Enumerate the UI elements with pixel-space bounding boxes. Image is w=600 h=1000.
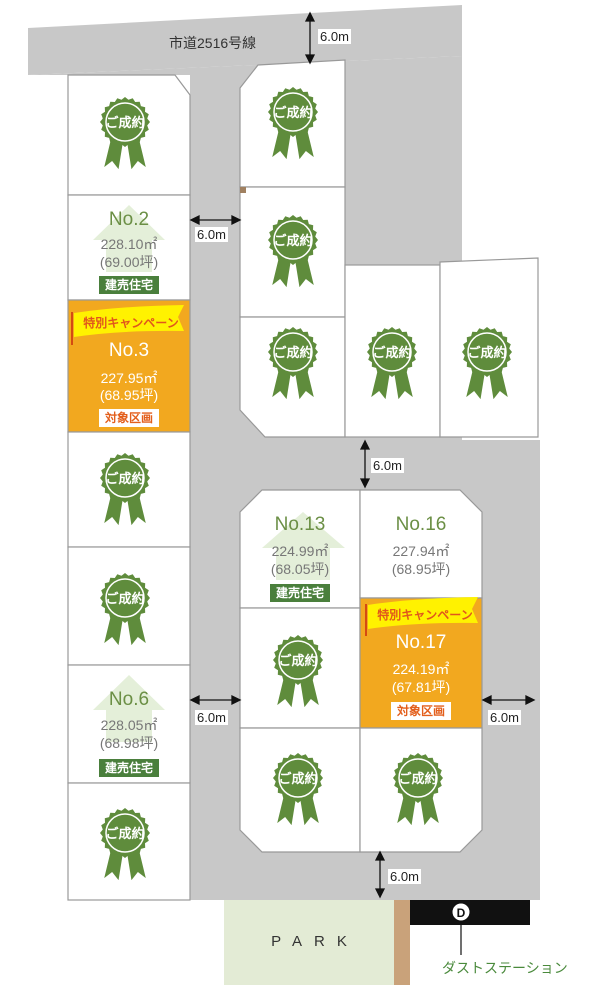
lot-13-area-tsubo: (68.05坪) <box>270 561 330 577</box>
dim-arrow-bottom <box>374 850 386 899</box>
dim-arrow-top <box>304 11 316 65</box>
sold-seal-lot-15: ご成約 <box>273 753 323 829</box>
house-watermark-no6 <box>93 675 165 742</box>
dim-top-road: 6.0m <box>318 29 351 44</box>
sold-seal-lot-9: ご成約 <box>268 215 318 291</box>
lot-17-campaign: 特別キャンペーン <box>377 608 473 622</box>
lot-3-number: No.3 <box>108 340 150 361</box>
lot-3-campaign: 特別キャンペーン <box>83 316 179 330</box>
sold-seal-lot-14: ご成約 <box>273 635 323 711</box>
sold-seal-text: ご成約 <box>278 653 317 668</box>
sold-seal-text: ご成約 <box>467 345 506 360</box>
lot-3-area-m2: 227.95㎡ <box>100 370 158 386</box>
lot-3-area-tsubo: (68.95坪) <box>99 387 159 403</box>
lot-3-tag: 対象区画 <box>98 409 159 427</box>
dust-station-label: ダストステーション <box>442 960 568 976</box>
sold-seal-lot-5: ご成約 <box>100 573 150 649</box>
lot-6-tag: 建売住宅 <box>98 759 159 777</box>
sold-seal-text: ご成約 <box>398 771 437 786</box>
sold-seal-lot-11: ご成約 <box>367 327 417 403</box>
sold-seal-text: ご成約 <box>105 591 144 606</box>
park-edge <box>394 900 410 985</box>
sold-seal-lot-8: ご成約 <box>268 87 318 163</box>
dim-middle: 6.0m <box>371 458 404 473</box>
dim-right: 6.0m <box>488 710 521 725</box>
sold-seal-text: ご成約 <box>273 105 312 120</box>
lot-2-area-m2: 228.10㎡ <box>100 236 158 252</box>
lot-17-area-tsubo: (67.81坪) <box>391 679 451 695</box>
lot-16-number: No.16 <box>395 514 447 535</box>
lot-13-tag: 建売住宅 <box>269 584 330 602</box>
sold-seal-lot-4: ご成約 <box>100 453 150 529</box>
sold-seal-lot-18: ご成約 <box>393 753 443 829</box>
campaign-flag-no17 <box>365 597 478 636</box>
sold-seal-lot-7: ご成約 <box>100 808 150 884</box>
lot-17-tag: 対象区画 <box>390 702 451 720</box>
sold-seal-text: ご成約 <box>273 345 312 360</box>
house-watermark-no2 <box>93 205 165 272</box>
house-watermark-no13 <box>262 512 345 580</box>
campaign-flag-no3 <box>71 305 184 345</box>
sold-seal-lot-1: ご成約 <box>100 97 150 173</box>
sold-seal-text: ご成約 <box>278 771 317 786</box>
lot-10 <box>239 316 346 438</box>
lot-13-number: No.13 <box>274 514 326 535</box>
sold-seal-text: ご成約 <box>105 826 144 841</box>
sold-seal-text: ご成約 <box>105 115 144 130</box>
sold-seal-text: ご成約 <box>273 233 312 248</box>
dim-lower-left: 6.0m <box>195 710 228 725</box>
road-name: 市道2516号線 <box>169 35 257 51</box>
park-label: PARK <box>271 933 359 950</box>
lot-17-number: No.17 <box>395 632 447 653</box>
lot-6-area-tsubo: (68.98坪) <box>99 735 159 751</box>
lot-17-area-m2: 224.19㎡ <box>392 661 450 677</box>
top-road <box>28 5 462 75</box>
dust-station-marker: D <box>457 906 466 920</box>
sold-seal-text: ご成約 <box>105 471 144 486</box>
park-area <box>224 900 394 985</box>
lot-16-area-tsubo: (68.95坪) <box>391 561 451 577</box>
lot-6-number: No.6 <box>108 689 150 710</box>
lot-13-area-m2: 224.99㎡ <box>271 543 329 559</box>
dim-upper-left: 6.0m <box>195 227 228 242</box>
dim-arrow-upper-left <box>189 214 242 226</box>
lot-16 <box>359 489 483 599</box>
lot-6-area-m2: 228.05㎡ <box>100 717 158 733</box>
dim-bottom: 6.0m <box>388 869 421 884</box>
lot-16-area-m2: 227.94㎡ <box>392 543 450 559</box>
lot-2-tag: 建売住宅 <box>98 276 159 294</box>
sold-seal-lot-10: ご成約 <box>268 327 318 403</box>
lot-2-area-tsubo: (69.00坪) <box>99 254 159 270</box>
lot-2-number: No.2 <box>108 209 150 230</box>
sold-seal-lot-12: ご成約 <box>462 327 512 403</box>
sold-seal-text: ご成約 <box>372 345 411 360</box>
dim-arrow-lower-left <box>189 694 242 706</box>
dim-arrow-middle <box>359 439 371 489</box>
road-marker <box>240 187 246 193</box>
dim-arrow-right <box>481 694 536 706</box>
